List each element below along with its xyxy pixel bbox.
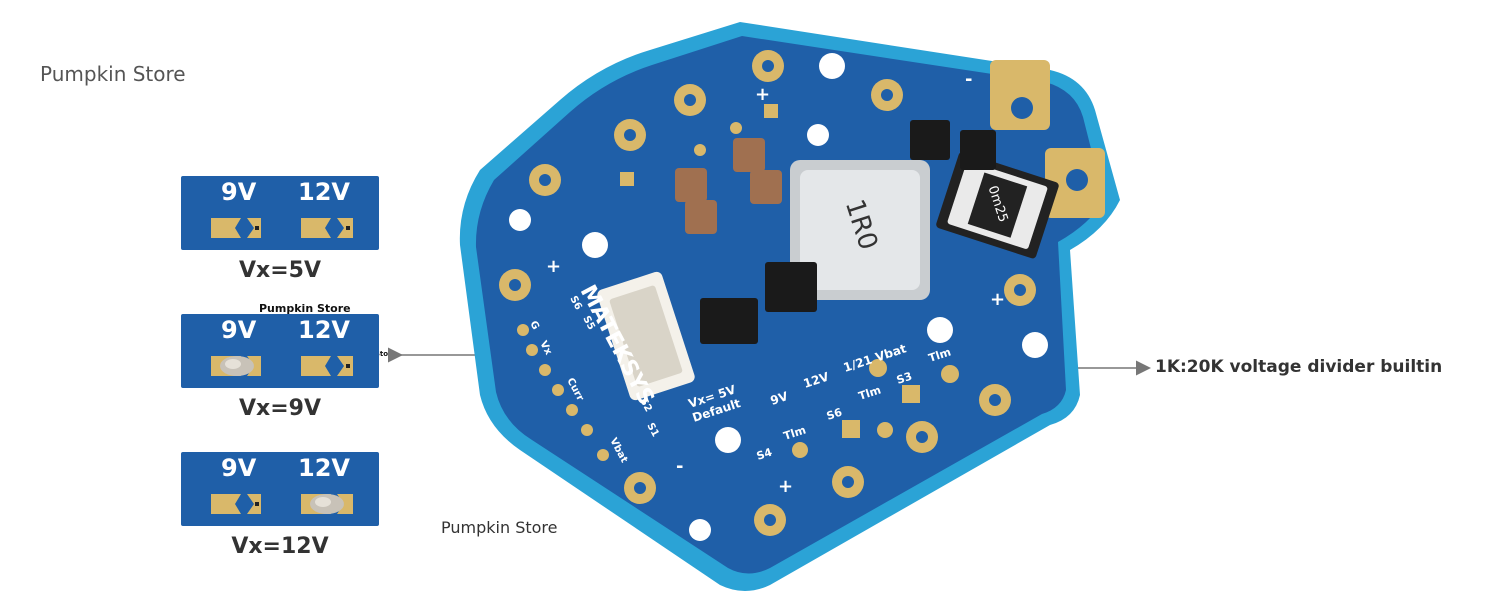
pcb-board: 1R0 0m25 MATEKSYS Vx= 5V Default 9V: [459, 22, 1120, 591]
jumper-photo-5v: 9V 12V: [181, 176, 379, 250]
solder-pads: [211, 494, 353, 514]
jumper-9v-label: 9V: [221, 454, 257, 482]
silk-plus-right: +: [990, 289, 1005, 310]
silk-plus: +: [546, 256, 561, 277]
jumper-9v-label: 9V: [221, 178, 257, 206]
solder-pads: [211, 218, 353, 238]
capacitors: [675, 138, 782, 234]
silk-s6: S6: [825, 406, 844, 423]
jumper-12v-label: 12V: [298, 316, 350, 344]
silk-minus-top: -: [965, 69, 972, 90]
watermark-mid: Pumpkin Store: [259, 302, 351, 315]
signal-pads: [517, 104, 959, 461]
jumper-caption-9v: Vx=9V: [239, 396, 321, 421]
jumper-photo-9v: 9V 12V: [181, 314, 379, 388]
silk-s3: S3: [895, 370, 914, 387]
watermark-top: Pumpkin Store: [40, 62, 186, 86]
mounting-holes: [509, 53, 1048, 541]
jumper-12v-label: 12V: [298, 178, 350, 206]
solder-pads: [211, 356, 353, 376]
jumper-caption-12v: Vx=12V: [231, 534, 329, 559]
voltage-divider-callout: 1K:20K voltage divider builtin: [1155, 357, 1443, 377]
silk-s4: S4: [755, 446, 774, 463]
ics: [700, 120, 996, 344]
silk-plus-top: +: [755, 84, 770, 105]
silk-minus: -: [676, 456, 683, 477]
watermark-bottom: Pumpkin Store: [441, 518, 558, 537]
jumper-caption-5v: Vx=5V: [239, 258, 321, 283]
jumper-12v-label: 12V: [298, 454, 350, 482]
jumper-9v-label: 9V: [221, 316, 257, 344]
jumper-photo-12v: 9V 12V: [181, 452, 379, 526]
silk-plus-bottom: +: [778, 476, 793, 497]
silk-9v: 9V: [769, 389, 791, 408]
